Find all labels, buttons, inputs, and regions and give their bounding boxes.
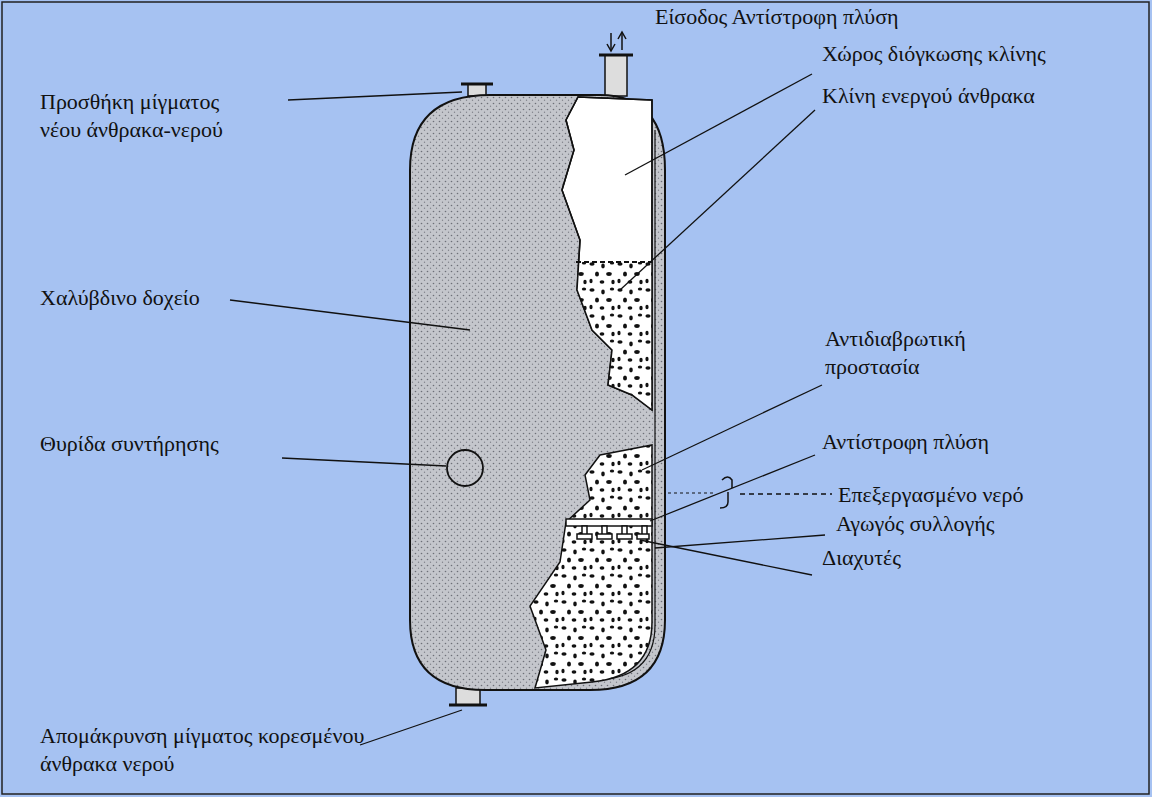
- part-label: Προσθήκη μίγματος νέου άνθρακα-νερού: [40, 88, 255, 143]
- part-label: Διαχυτές: [822, 544, 901, 572]
- part-label: Θυρίδα συντήρησης: [40, 430, 219, 458]
- part-label: Αντιδιαβρωτική προστασία: [825, 325, 1015, 380]
- part-label: Απομάκρυνση μίγματος κορεσμένου άνθρακα …: [40, 722, 370, 777]
- part-label: Επεξεργασμένο νερό: [838, 481, 1024, 509]
- part-label: Χαλύβδινο δοχείο: [40, 284, 200, 312]
- part-label: Κλίνη ενεργού άνθρακα: [822, 82, 1035, 110]
- part-label: Χώρος διόγκωσης κλίνης: [822, 40, 1046, 68]
- part-label: Αγωγός συλλογής: [836, 510, 995, 538]
- part-label: Είσοδος Αντίστροφη πλύση: [655, 3, 899, 31]
- part-label: Αντίστροφη πλύση: [822, 428, 989, 456]
